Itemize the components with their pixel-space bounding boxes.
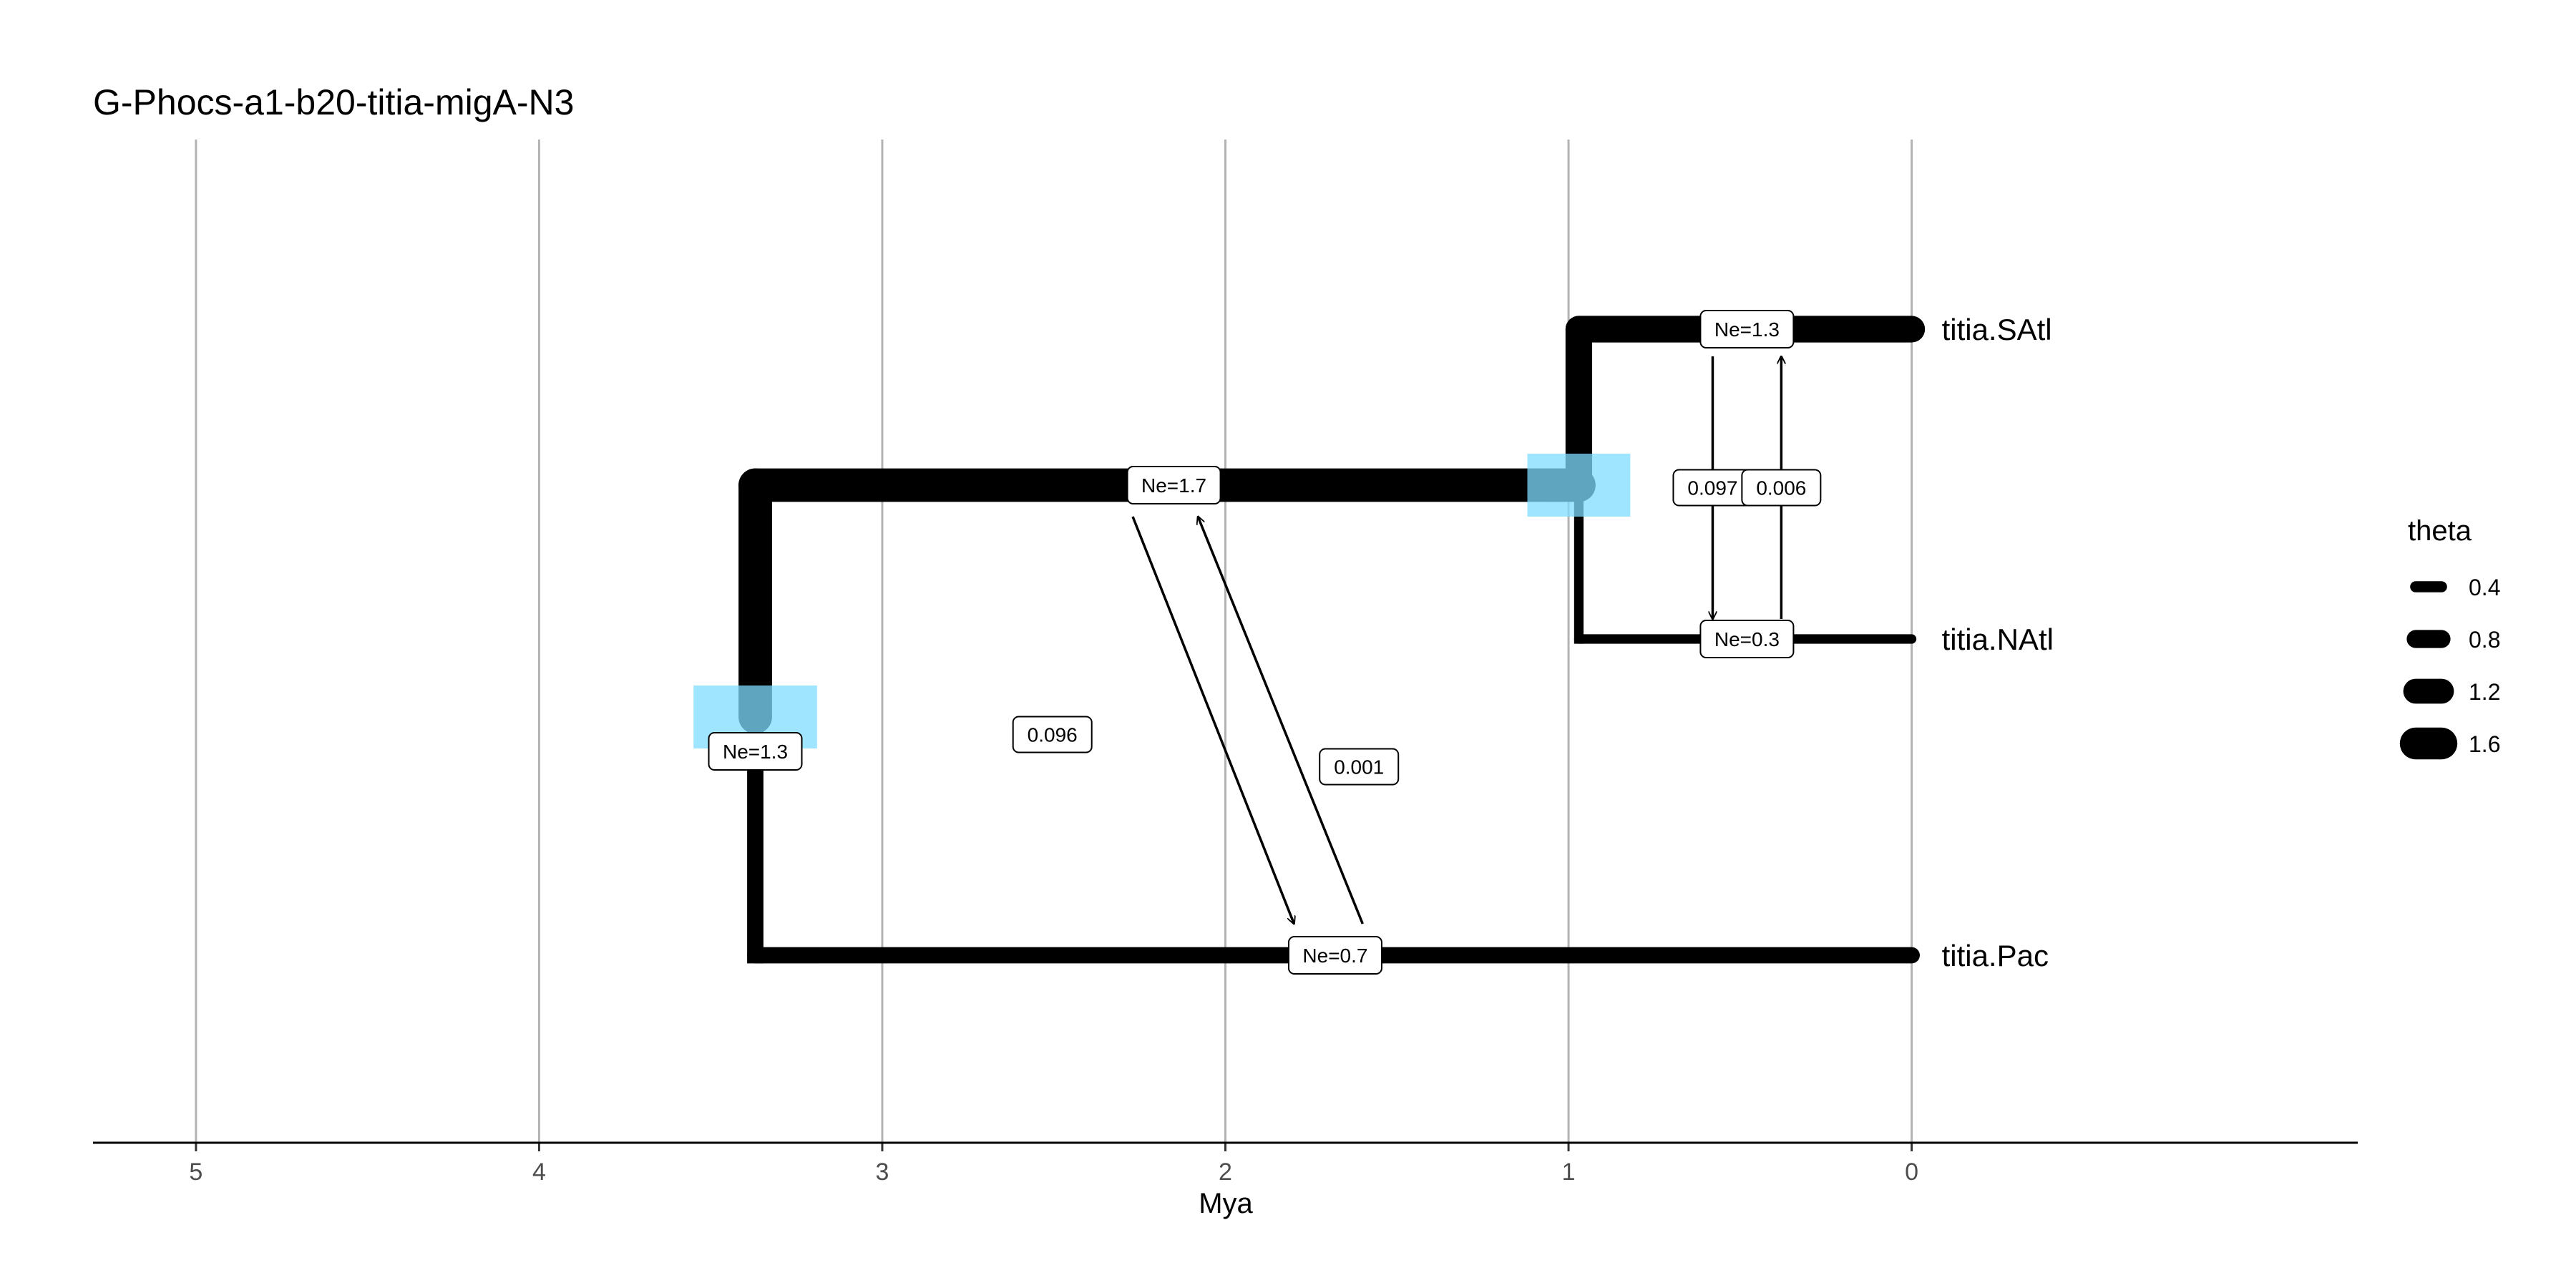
ne-label-box (1287, 936, 1382, 975)
x-tick-label: 1 (1562, 1158, 1576, 1186)
ne-label-Atl-ancestor: Ne=1.7 (1126, 466, 1221, 504)
x-tick-label: 4 (532, 1158, 546, 1186)
chart-title: G-Phocs-a1-b20-titia-migA-N3 (93, 82, 574, 122)
migration-label: 0.096 (1012, 716, 1093, 753)
ne-label-text: Ne=0.3 (1714, 628, 1780, 650)
x-tick-label: 5 (189, 1158, 203, 1186)
ne-label-text: Ne=1.3 (1714, 318, 1780, 341)
migration-rate-text: 0.097 (1687, 477, 1737, 499)
legend-title: theta (2408, 515, 2472, 547)
ne-label-root: Ne=1.3 (708, 732, 803, 771)
x-axis-label: Mya (1199, 1188, 1253, 1219)
migration-arrow (1198, 517, 1364, 924)
legend-entry-label: 0.8 (2469, 627, 2500, 653)
x-tick-label: 3 (875, 1158, 889, 1186)
migration-rate-text: 0.001 (1334, 756, 1384, 779)
ne-label-box (1126, 466, 1221, 504)
ne-label-text: Ne=1.7 (1141, 474, 1206, 497)
legend-entry-label: 1.6 (2469, 731, 2500, 757)
legend-entry-label: 1.2 (2469, 679, 2500, 705)
ne-label-text: Ne=1.3 (723, 741, 788, 763)
ne-label-NAtl: Ne=0.3 (1699, 620, 1795, 658)
ne-label-text: Ne=0.7 (1302, 945, 1367, 967)
migration-label: 0.006 (1741, 469, 1822, 507)
migration-rate-text: 0.096 (1028, 724, 1078, 746)
migration-label: 0.097 (1672, 469, 1753, 507)
migration-label-box (1012, 716, 1093, 753)
tip-label: titia.Pac (1942, 939, 2049, 972)
migration-label: 0.001 (1319, 748, 1400, 786)
ne-label-box (1699, 620, 1795, 658)
migration-arrow (1131, 516, 1294, 924)
x-tick-label: 0 (1905, 1158, 1918, 1186)
node-highlight (1527, 454, 1631, 517)
ne-label-Pac: Ne=0.7 (1287, 936, 1382, 975)
x-tick-label: 2 (1219, 1158, 1232, 1186)
ne-label-box (708, 732, 803, 771)
migration-label-box (1319, 748, 1400, 786)
migration-label-box (1741, 469, 1822, 507)
migration-rate-text: 0.006 (1756, 477, 1806, 499)
ne-label-SAtl: Ne=1.3 (1699, 310, 1795, 348)
legend-entry-label: 0.4 (2469, 575, 2500, 600)
tip-label: titia.NAtl (1942, 623, 2054, 656)
ne-label-box (1699, 310, 1795, 348)
tip-label: titia.SAtl (1942, 313, 2052, 346)
